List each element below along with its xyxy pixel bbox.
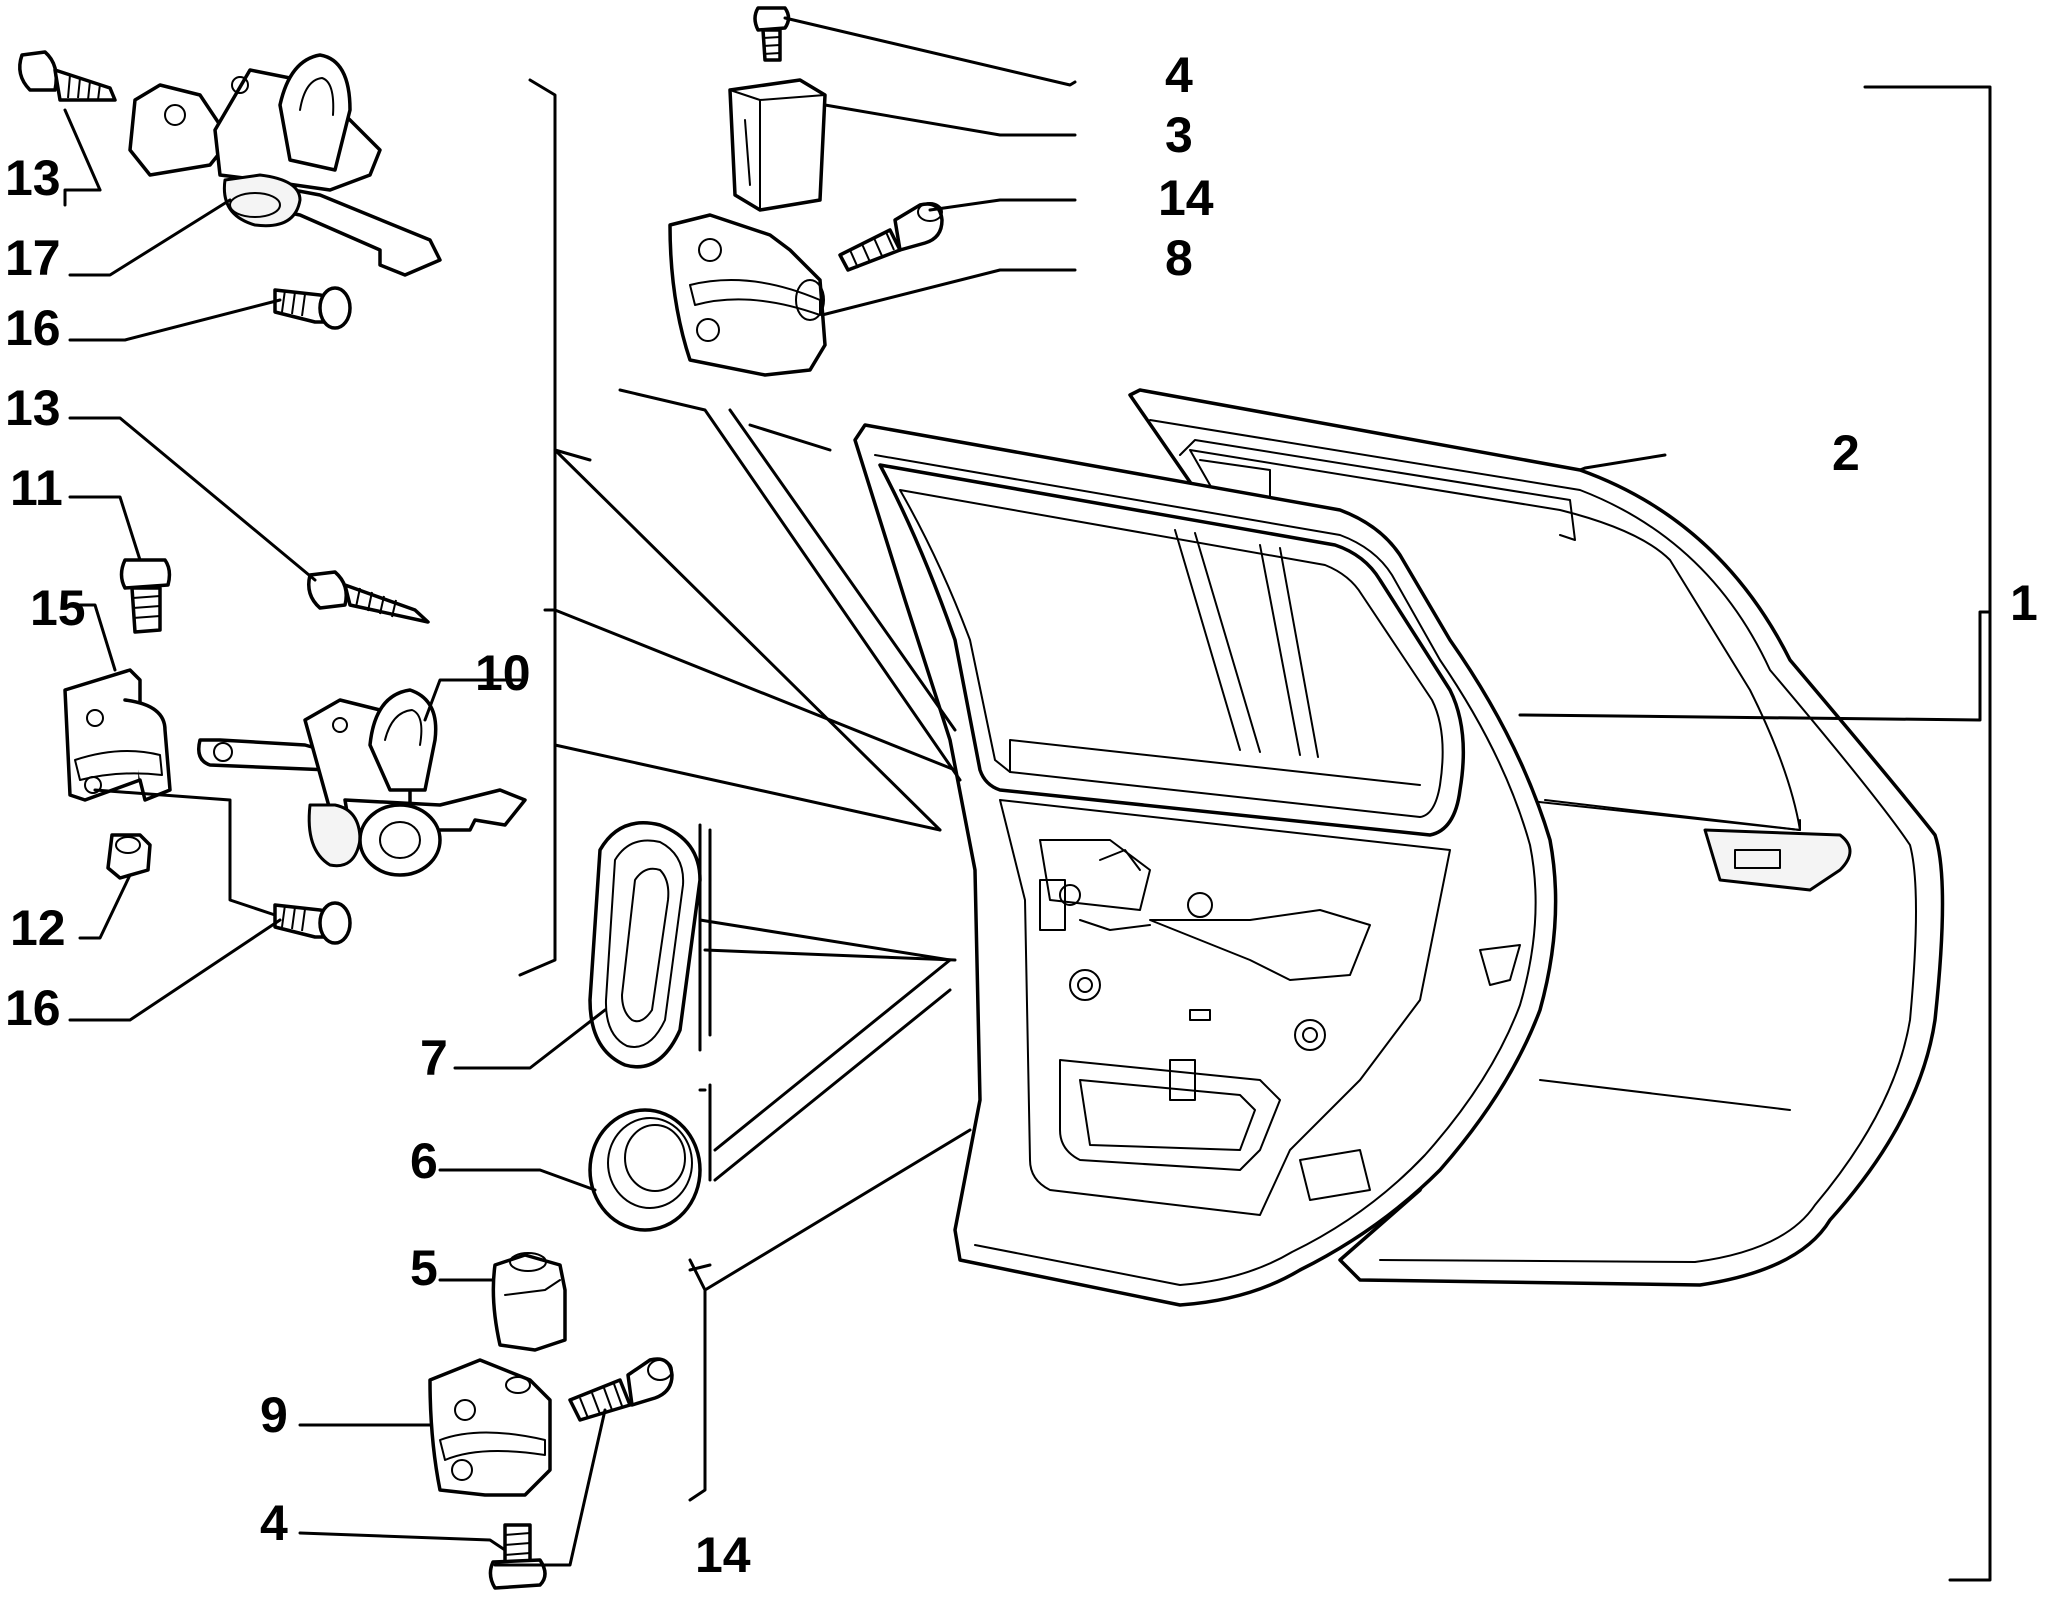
callout-7: 7	[420, 1030, 448, 1086]
grommet-6	[588, 1108, 702, 1232]
callout-15: 15	[30, 580, 86, 636]
callout-6: 6	[410, 1133, 438, 1189]
callout-11: 11	[10, 460, 63, 516]
bolt-14-lower	[568, 1357, 674, 1422]
callout-16-lower: 16	[5, 980, 61, 1036]
callout-9: 9	[260, 1387, 288, 1443]
bolt-4-lower	[488, 1523, 547, 1590]
callout-16-top: 16	[5, 300, 61, 356]
callout-2: 2	[1832, 425, 1860, 481]
door-check-strap-10	[197, 688, 527, 877]
callout-13-middle: 13	[5, 380, 61, 436]
hinge-15	[63, 668, 172, 802]
callout-12: 12	[10, 900, 66, 956]
callout-labels: 13 17 16 13 11 15 12 16 7 6 5 9 4 14 10 …	[5, 47, 2038, 1583]
callout-10: 10	[475, 645, 531, 701]
hinge-cover-5	[491, 1252, 567, 1352]
door-check-strap-17	[128, 53, 442, 277]
callout-5: 5	[410, 1240, 438, 1296]
callout-14-lower: 14	[695, 1527, 751, 1583]
nut-12	[106, 833, 152, 880]
hinge-8	[668, 213, 827, 377]
callout-17: 17	[5, 230, 61, 286]
hinge-9	[428, 1358, 552, 1497]
callout-14-top: 14	[1158, 170, 1214, 226]
bolt-13-top	[18, 50, 117, 102]
door-inner-frame	[853, 423, 1558, 1307]
screw-16-top	[273, 286, 352, 330]
callout-4-top: 4	[1165, 47, 1193, 103]
leader-lines	[63, 16, 1992, 1582]
grommet-7	[588, 821, 702, 1069]
bolt-11	[119, 558, 172, 634]
callout-1: 1	[2010, 575, 2038, 631]
bolt-13-middle	[307, 570, 430, 624]
screw-16-lower	[273, 901, 352, 945]
bolt-4-top	[753, 6, 791, 62]
callout-8: 8	[1165, 230, 1193, 286]
callout-13-top: 13	[5, 150, 61, 206]
hinge-cover-3	[728, 78, 827, 212]
callout-4-lower: 4	[260, 1495, 288, 1551]
bolt-14-top	[838, 202, 944, 272]
callout-3: 3	[1165, 107, 1193, 163]
